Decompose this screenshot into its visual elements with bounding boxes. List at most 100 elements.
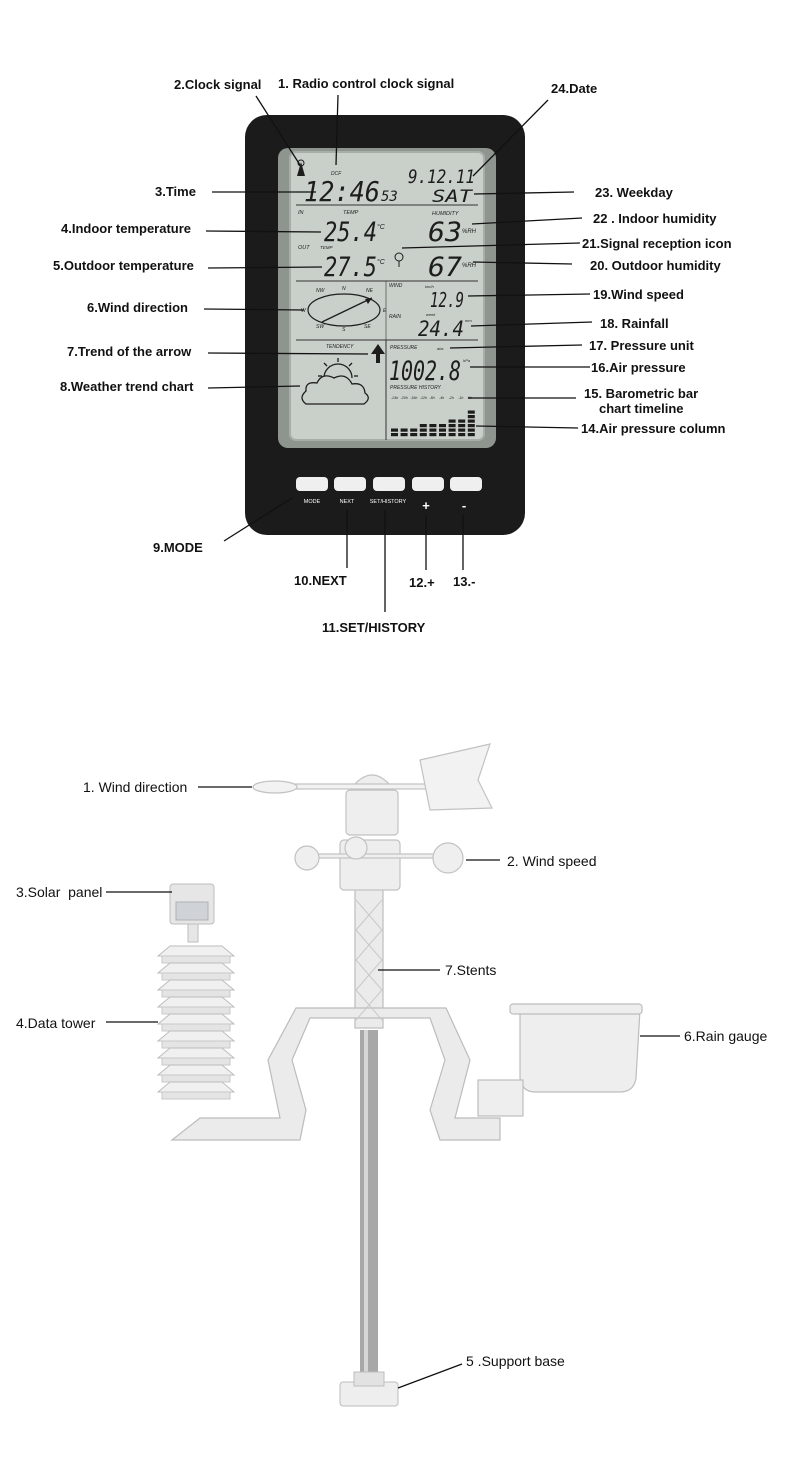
- screen-time: 12:46: [304, 175, 380, 208]
- history-tick-label: -4h: [439, 396, 444, 400]
- history-bar-segment: [458, 419, 466, 423]
- label-mode: 9.MODE: [153, 540, 203, 555]
- data-tower-louvre: [156, 962, 236, 974]
- history-bar-segment: [419, 424, 427, 428]
- history-bar-segment: [458, 424, 466, 428]
- history-bar-segment: [400, 428, 408, 432]
- data-tower-louvre: [156, 1030, 236, 1042]
- screen-indoor-temp-unit: °C: [377, 223, 386, 231]
- data-tower-louvre: [156, 996, 236, 1008]
- data-tower-rib: [161, 955, 231, 964]
- stents-mast: [170, 887, 501, 1141]
- history-bar-segment: [439, 428, 446, 432]
- label-sensor-solar-panel: 3.Solar panel: [16, 884, 103, 900]
- plus-button-label[interactable]: +: [422, 498, 430, 513]
- signal-reception-icon: [394, 252, 404, 267]
- data-tower-rib: [161, 1057, 231, 1066]
- history-bar-segment: [448, 428, 456, 432]
- label-sensor-wind-direction: 1. Wind direction: [83, 779, 188, 795]
- screen-rain-unit: mm: [465, 318, 472, 323]
- pressure-history-bars: [391, 410, 475, 437]
- history-bar-segment: [448, 424, 456, 428]
- history-bar-segment: [467, 415, 475, 419]
- screen-outdoor-temp: 27.5: [324, 252, 377, 283]
- data-tower-louvre: [156, 979, 236, 991]
- label-air-pressure: 16.Air pressure: [591, 360, 686, 375]
- data-tower-rib: [161, 1074, 231, 1083]
- label-weather-chart: 8.Weather trend chart: [60, 379, 194, 394]
- label-weekday: 23. Weekday: [595, 185, 673, 200]
- history-bar-segment: [429, 424, 437, 428]
- label-rainfall: 18. Rainfall: [600, 316, 669, 331]
- label-sensor-stents: 7.Stents: [445, 962, 497, 978]
- weather-sun-cloud-icon: [301, 358, 369, 405]
- label-pressure-unit: 17. Pressure unit: [589, 338, 694, 353]
- data-tower-louvre: [156, 1013, 236, 1025]
- history-bar-segment: [429, 433, 437, 437]
- screen-rain: RAIN: [389, 314, 401, 320]
- history-bar-segment: [439, 424, 446, 428]
- screen-dcf: DCF: [331, 171, 342, 177]
- compass-s: S: [342, 327, 346, 333]
- label-clock-signal: 2.Clock signal: [174, 77, 262, 92]
- label-time: 3.Time: [155, 184, 196, 199]
- compass-nw: NW: [316, 288, 326, 294]
- history-bar-segment: [419, 428, 427, 432]
- label-indoor-humidity: 22 . Indoor humidity: [593, 211, 717, 226]
- data-tower-louvre: [156, 1081, 236, 1093]
- screen-humidity: HUMIDITY: [432, 211, 459, 217]
- history-bar-segment: [439, 433, 446, 437]
- screen-date: 9.12.11: [408, 166, 475, 188]
- screen-seconds: 53: [381, 189, 398, 205]
- history-tick-label: -24h: [391, 396, 398, 400]
- label-baro-timeline-1: 15. Barometric bar: [584, 386, 699, 401]
- minus-button-label[interactable]: -: [462, 498, 466, 513]
- mode-button-label[interactable]: MODE: [304, 499, 321, 505]
- history-bar-segment: [400, 433, 408, 437]
- next-button-label[interactable]: NEXT: [340, 499, 355, 505]
- compass-w: W: [301, 308, 307, 314]
- label-indoor-temp: 4.Indoor temperature: [61, 221, 192, 236]
- rain-gauge: [477, 1003, 643, 1117]
- compass-sw: SW: [316, 324, 325, 330]
- label-outdoor-humidity: 20. Outdoor humidity: [590, 258, 721, 273]
- sensor-leader-lines: [106, 786, 680, 1389]
- history-bar-segment: [391, 428, 398, 432]
- label-set-history: 11.SET/HISTORY: [322, 620, 426, 635]
- compass-se: SE: [364, 324, 371, 330]
- screen-out: OUT: [298, 245, 310, 251]
- label-outdoor-temp: 5.Outdoor temperature: [53, 258, 194, 273]
- trend-arrow-icon: [371, 344, 385, 363]
- data-tower-louvre: [156, 945, 236, 957]
- label-radio-control: 1. Radio control clock signal: [278, 76, 455, 91]
- compass-ne: NE: [366, 288, 374, 294]
- history-tick-label: -1h: [458, 396, 463, 400]
- button-shapes: [296, 477, 482, 491]
- screen-indoor-temp: 25.4: [324, 217, 377, 248]
- screen-indoor-rh: %RH: [462, 229, 477, 235]
- data-tower-rib: [161, 989, 231, 998]
- screen-outdoor-rh: %RH: [462, 263, 477, 269]
- screen-pressure-value: 1002.8: [389, 356, 461, 387]
- history-tick-label: -8h: [429, 396, 434, 400]
- history-bar-segment: [467, 419, 475, 423]
- screen-rain-sub: week: [426, 312, 436, 317]
- label-plus: 12.+: [409, 575, 435, 590]
- history-tick-label: -16h: [410, 396, 417, 400]
- set-history-button-label[interactable]: SET/HISTORY: [370, 499, 407, 505]
- label-sensor-data-tower: 4.Data tower: [16, 1015, 96, 1031]
- data-tower: [156, 945, 236, 1100]
- pole: [360, 1030, 378, 1385]
- screen-indoor-humidity: 63: [428, 217, 462, 248]
- history-bar-segment: [467, 433, 475, 437]
- screen-outdoor-temp-unit: °C: [377, 258, 386, 266]
- history-bar-segment: [391, 433, 398, 437]
- history-tick-label: -2h: [449, 396, 454, 400]
- screen-wind: WIND: [389, 283, 403, 289]
- history-bar-segment: [448, 433, 456, 437]
- support-base: [339, 1371, 399, 1407]
- history-bar-segment: [467, 424, 475, 428]
- data-tower-rib: [161, 972, 231, 981]
